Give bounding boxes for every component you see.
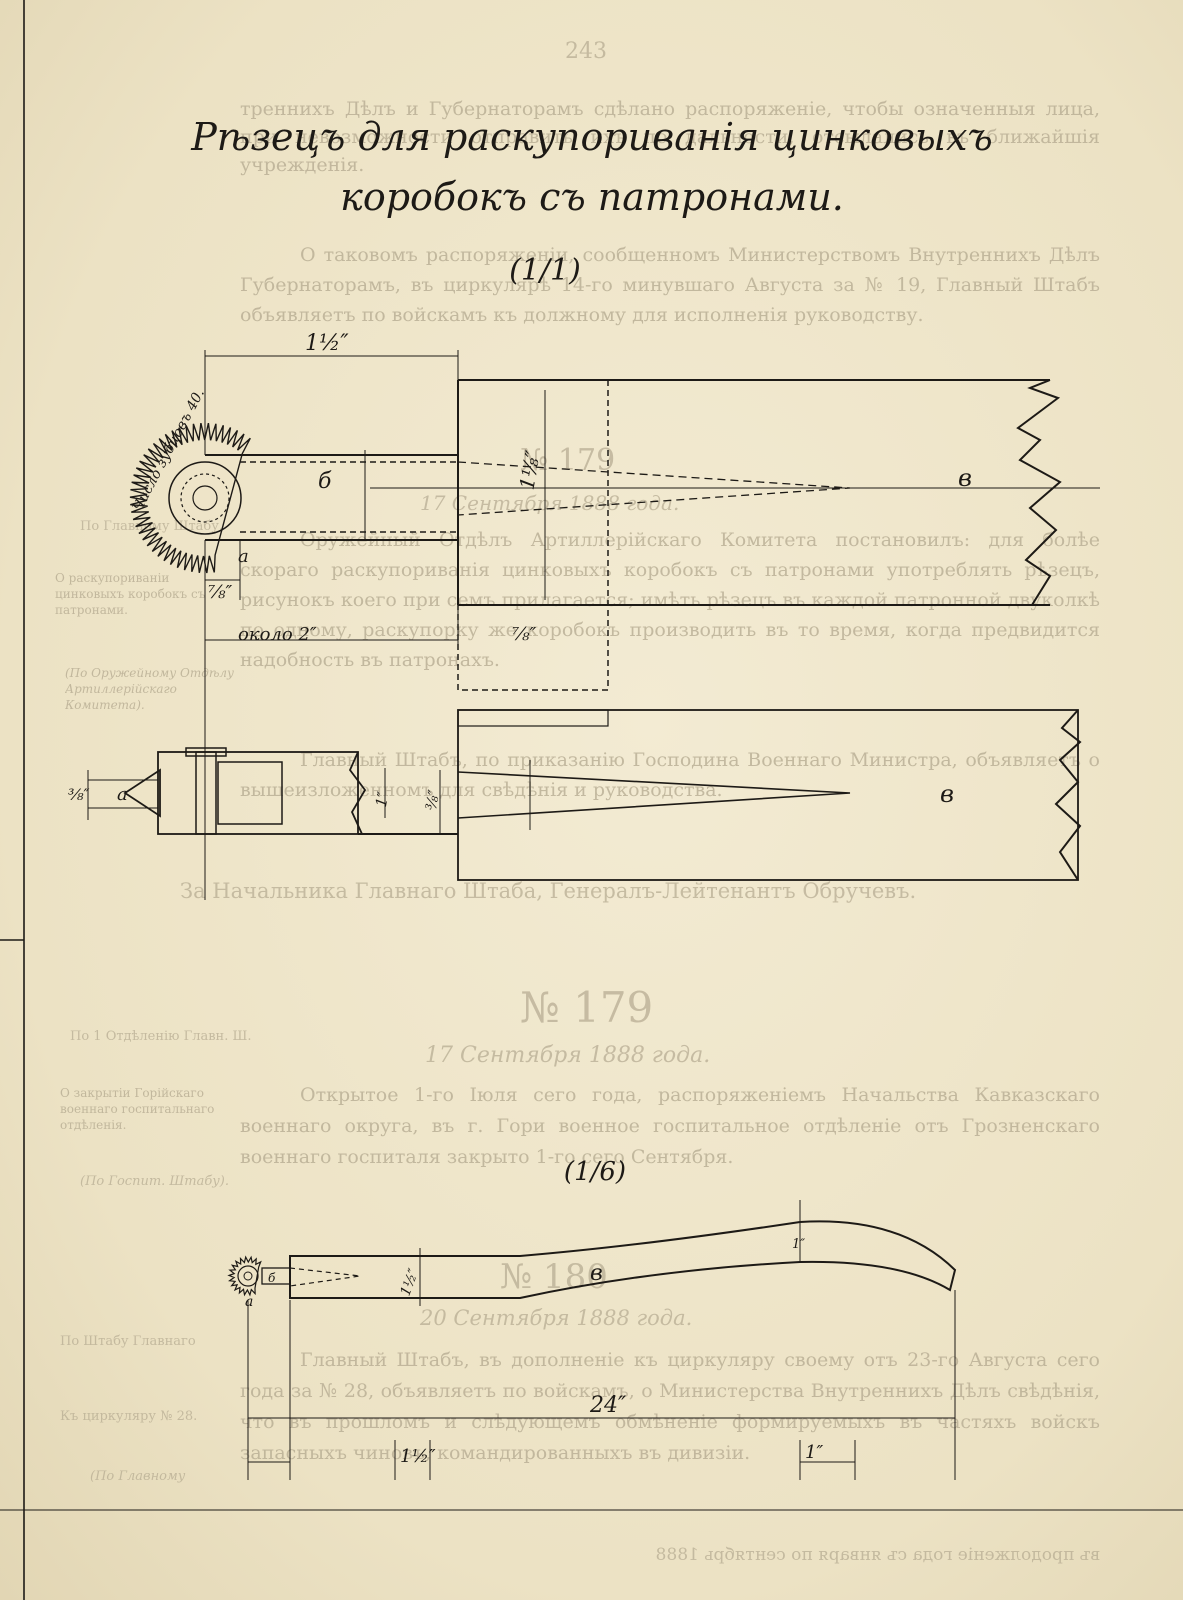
page-number: 243 bbox=[565, 39, 607, 64]
dim-one-half-top: 1½″ bbox=[305, 331, 349, 356]
label-b-small: б bbox=[268, 1271, 276, 1285]
bg-paragraph-6: Главный Штабъ, въ дополненіе къ циркуляр… bbox=[240, 1349, 1100, 1464]
margin-note: (По Госпит. Штабу). bbox=[80, 1174, 229, 1189]
bg-margin-notes: По Главному Штабу. О раскупориваніи цинк… bbox=[55, 519, 251, 1484]
dim-seven-eighths-mid: ⅞″ bbox=[512, 624, 536, 645]
margin-note: По 1 Отдѣленію Главн. Ш. bbox=[70, 1029, 251, 1044]
bg-order-179: № 179 bbox=[520, 983, 653, 1032]
margin-note: О раскупориваніи цинковыхъ коробокъ съ п… bbox=[55, 571, 206, 617]
margin-note: (По Главному bbox=[90, 1469, 186, 1484]
cutter-full-view: б а в bbox=[227, 1200, 957, 1310]
toothed-wheel bbox=[129, 422, 251, 574]
bg-date-179: 17 Сентября 1888 года. bbox=[425, 1043, 710, 1068]
bleed-through-layer: 243 треннихъ Дѣлъ и Губернаторамъ сдѣлан… bbox=[55, 39, 1100, 1565]
bg-paragraph-3: Оружейный Отдѣлъ Артиллерійскаго Комитет… bbox=[240, 529, 1100, 671]
dim-one-inch-small: 1″ bbox=[792, 1237, 805, 1252]
bg-signature: За Начальника Главнаго Штаба, Генералъ-Л… bbox=[180, 879, 916, 903]
dim-seven-eighths-left: ⅞″ bbox=[208, 582, 232, 603]
label-v-small: в bbox=[590, 1261, 603, 1286]
bg-order-179a: № 179 bbox=[520, 443, 615, 478]
margin-note: О закрытіи Горійскаго военнаго госпиталь… bbox=[60, 1086, 215, 1132]
margin-note: (По Оружейному Отдѣлу Артиллерійскаго Ко… bbox=[65, 666, 235, 712]
side-dimensions bbox=[87, 760, 531, 834]
scale-full-label: (1/1) bbox=[509, 253, 581, 288]
bg-paragraph-4: Главный Штабъ, по приказанію Господина В… bbox=[240, 749, 1100, 801]
label-b: б bbox=[318, 469, 332, 494]
title-line-1: Рѣзецъ для раскупориванія цинковыхъ bbox=[190, 115, 993, 159]
label-v-side: в bbox=[940, 780, 954, 808]
dim-three-eighths-b: ⅜″ bbox=[422, 788, 443, 811]
dim-twenty-four: 24″ bbox=[589, 1393, 627, 1418]
plan-dimensions bbox=[204, 350, 546, 900]
cutter-side-view: а в bbox=[117, 709, 1082, 881]
dim-one-half-bottom: 1½″ bbox=[400, 1446, 436, 1467]
label-a-side: а bbox=[117, 784, 128, 805]
bg-date-180: 20 Сентября 1888 года. bbox=[419, 1306, 692, 1330]
dim-one-inch-bottom: 1″ bbox=[805, 1442, 823, 1463]
bottom-mirror-text: въ продолженіе года съ января по сентябр… bbox=[656, 1545, 1100, 1565]
margin-note: По Штабу Главнаго bbox=[60, 1334, 196, 1349]
drawing-title: Рѣзецъ для раскупориванія цинковыхъ коро… bbox=[190, 115, 993, 288]
bg-date-a: 17 Сентября 1888 года. bbox=[420, 491, 679, 515]
bg-paragraph-5: Открытое 1-го Іюля сего года, распоряжен… bbox=[240, 1084, 1100, 1168]
label-a-small: а bbox=[245, 1294, 253, 1310]
full-view-dimensions bbox=[247, 1290, 956, 1480]
bg-paragraph-1: треннихъ Дѣлъ и Губернаторамъ сдѣлано ра… bbox=[240, 98, 1100, 176]
title-line-2: коробокъ съ патронами. bbox=[340, 175, 844, 219]
margin-note: По Главному Штабу. bbox=[80, 519, 223, 534]
dim-one-inch: 1″ bbox=[372, 790, 392, 808]
label-v-top: в bbox=[958, 464, 972, 492]
label-a: а bbox=[238, 546, 249, 567]
dim-three-eighths: ⅜″ bbox=[68, 785, 90, 804]
bg-paragraph-2: О таковомъ распоряженіи, сообщенномъ Мин… bbox=[240, 244, 1100, 326]
margin-note: Къ циркуляру № 28. bbox=[60, 1409, 197, 1424]
scale-sixth-label: (1/6) bbox=[564, 1157, 626, 1187]
dim-about-two: около 2″ bbox=[238, 624, 317, 645]
dim-one-half-small: 1½″ bbox=[398, 1266, 423, 1298]
